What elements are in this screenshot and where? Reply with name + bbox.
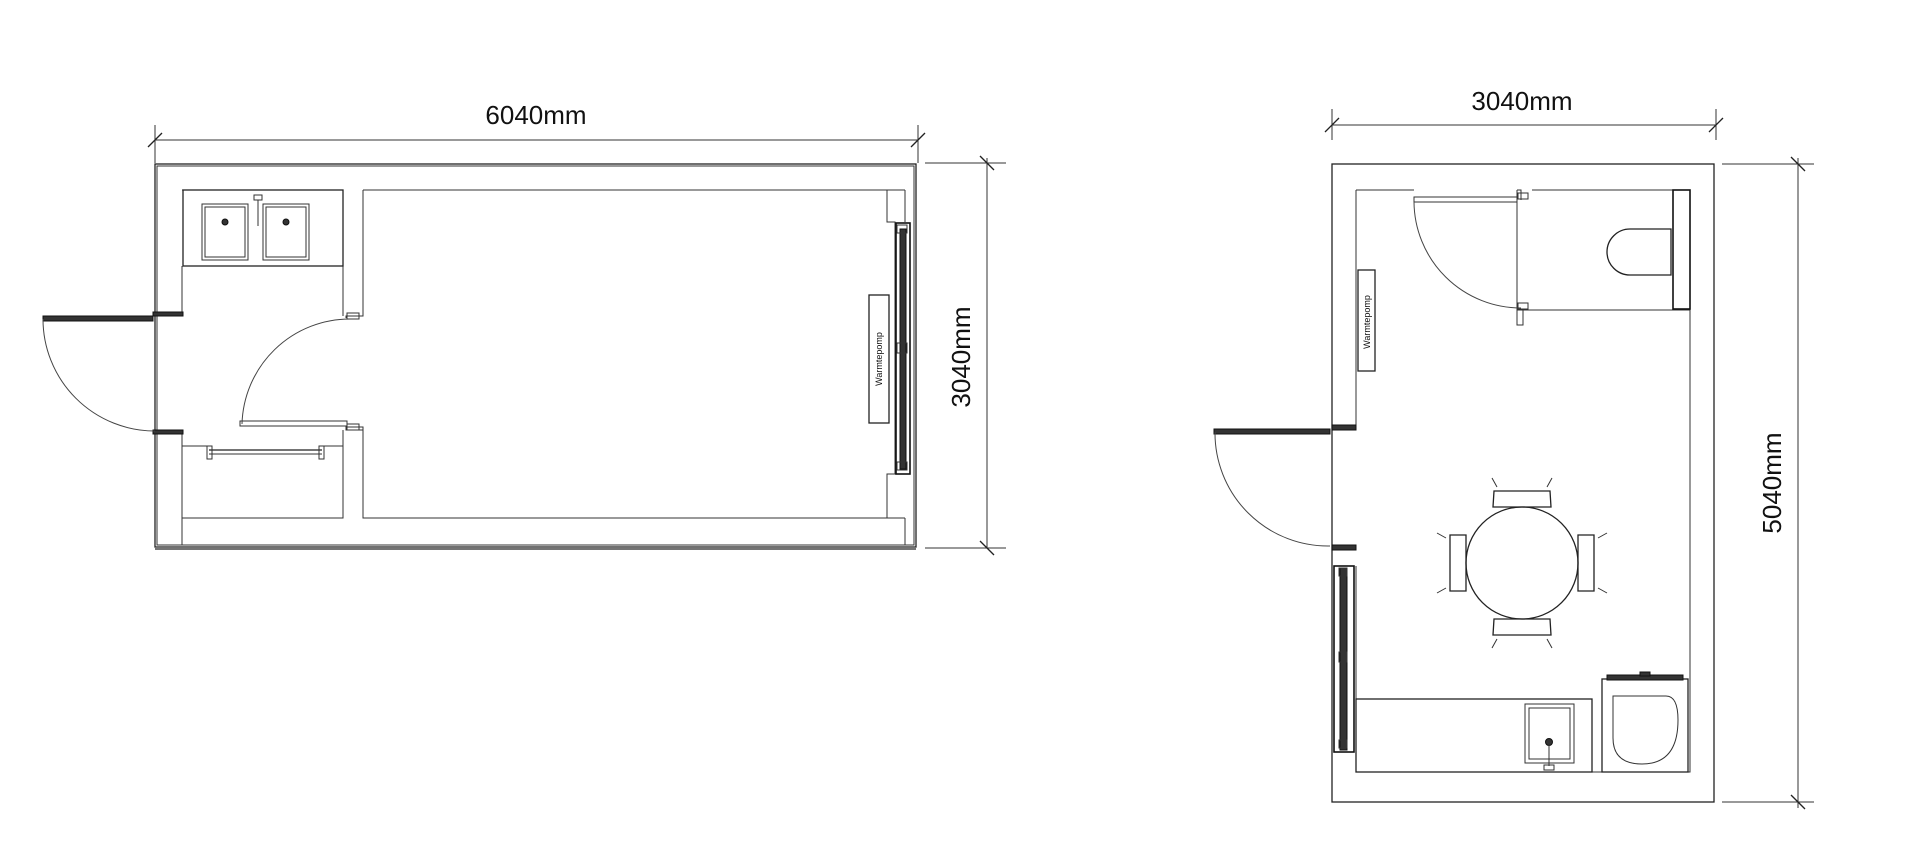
left-outer-wall xyxy=(154,163,917,548)
closet-rod xyxy=(182,445,343,460)
right-heat-pump-label: Warmtepomp xyxy=(1362,295,1372,349)
left-width-dimension: 6040mm xyxy=(147,100,926,163)
right-height-dimension: 5040mm xyxy=(1722,156,1814,810)
left-inner-door xyxy=(239,312,360,431)
dining-table-with-chairs xyxy=(1436,477,1608,649)
toilet-back-wall xyxy=(1672,189,1691,310)
washing-appliance xyxy=(1601,671,1689,773)
toilet-top xyxy=(1606,228,1672,276)
right-outer-wall xyxy=(1331,163,1715,803)
left-heat-pump-label: Warmtepomp xyxy=(874,332,884,386)
right-height-label: 5040mm xyxy=(1757,432,1787,533)
left-width-label: 6040mm xyxy=(485,100,586,130)
toilet-door xyxy=(1413,192,1529,310)
right-width-label: 3040mm xyxy=(1471,86,1572,116)
right-width-dimension: 3040mm xyxy=(1324,86,1724,140)
left-heat-pump: Warmtepomp xyxy=(868,294,890,424)
left-height-dimension: 3040mm xyxy=(925,155,1006,556)
left-entrance-door xyxy=(42,311,184,435)
right-window xyxy=(1333,565,1355,753)
right-entrance-door xyxy=(1213,424,1357,551)
double-sink xyxy=(182,189,344,267)
left-height-label: 3040mm xyxy=(946,306,976,407)
kitchen-counter-sink xyxy=(1355,698,1593,773)
right-floor-plan: 3040mm 5040mm xyxy=(1213,86,1814,810)
right-heat-pump: Warmtepomp xyxy=(1357,269,1376,372)
left-window xyxy=(895,222,911,475)
left-floor-plan: 6040mm 3040mm xyxy=(42,100,1006,556)
